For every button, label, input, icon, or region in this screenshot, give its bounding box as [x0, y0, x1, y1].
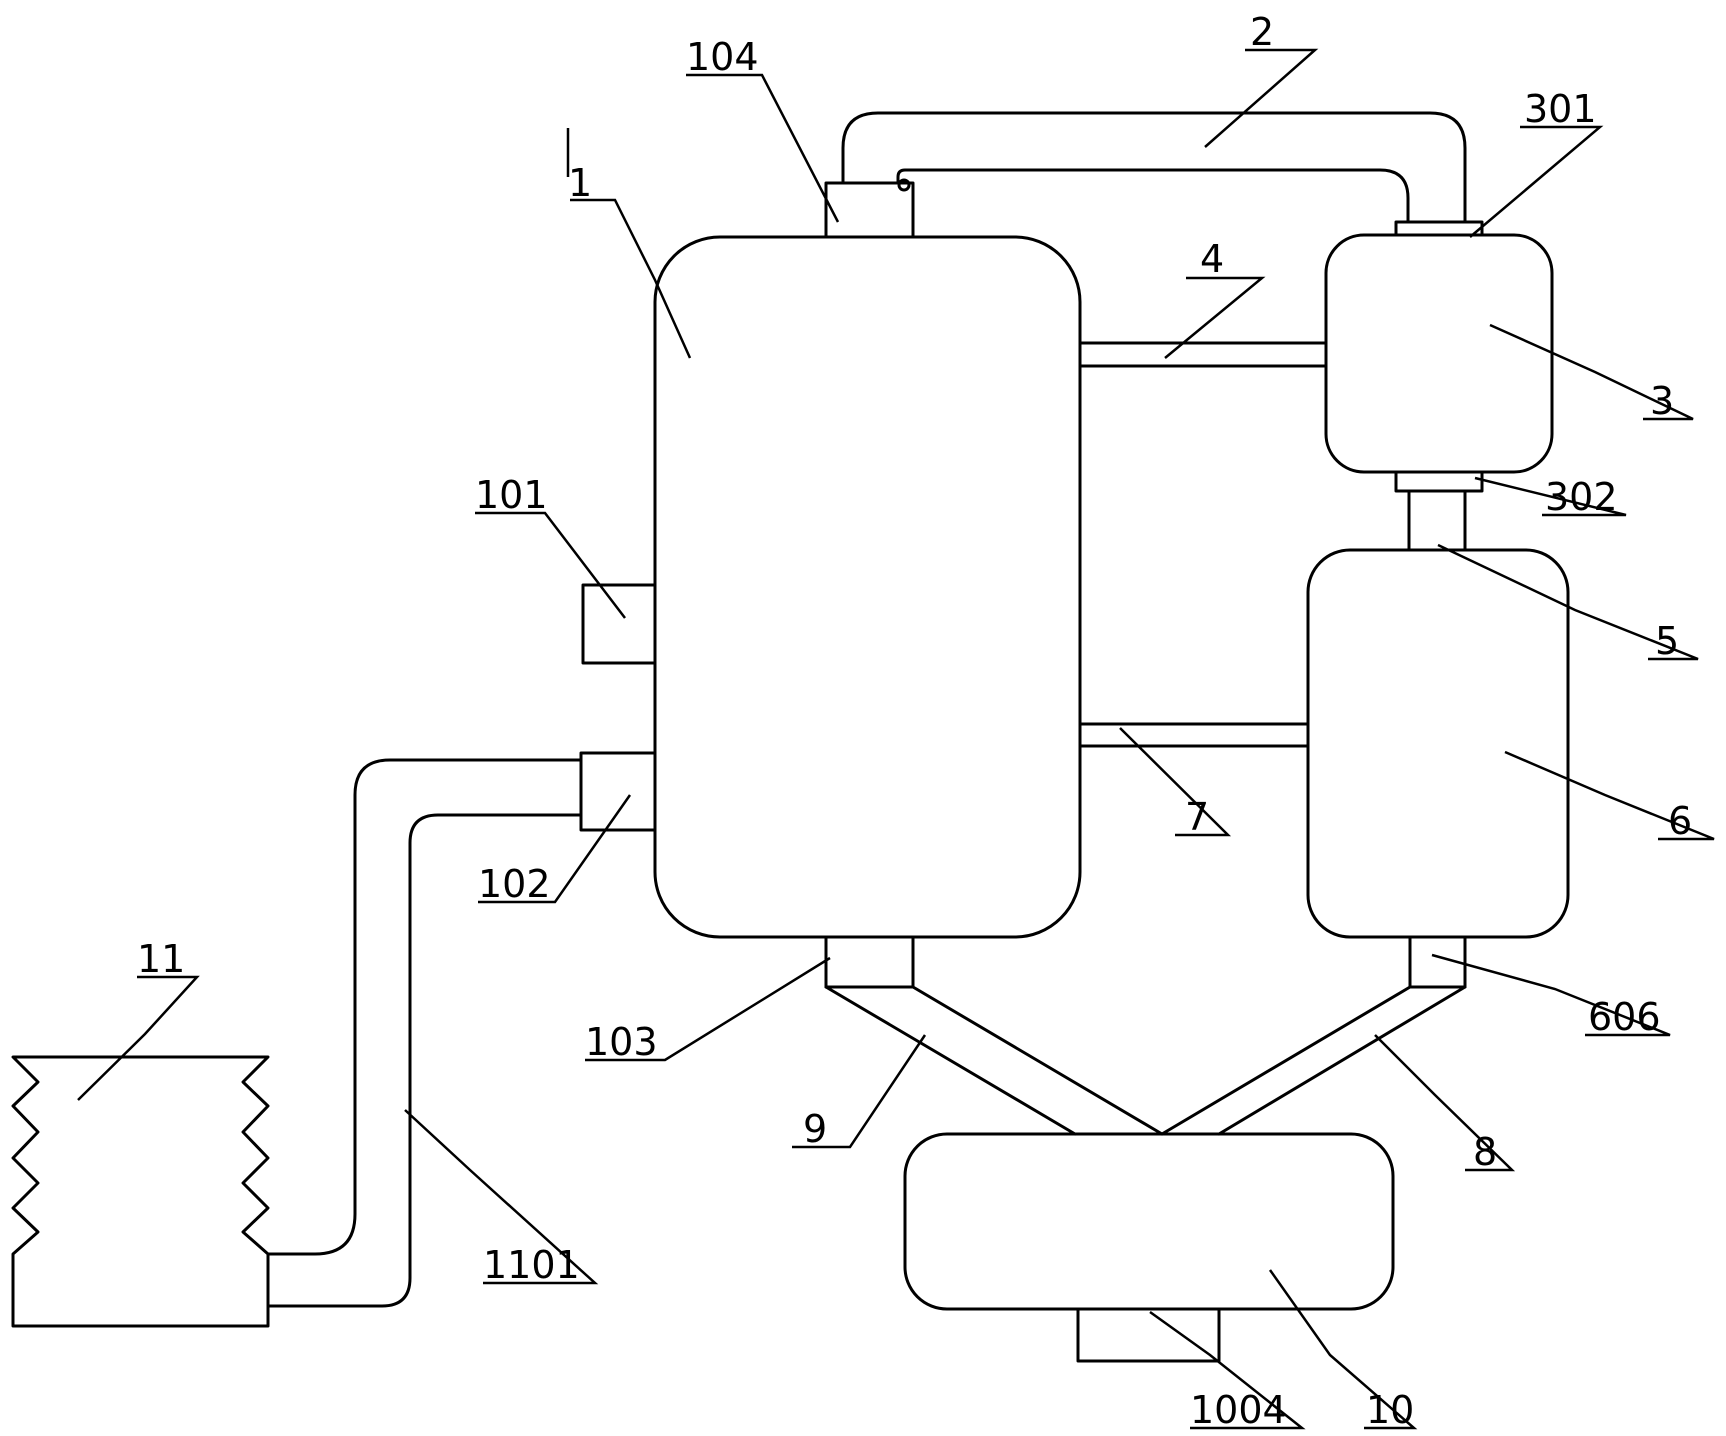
label-11: 11	[137, 937, 185, 981]
pipe-2-outer	[841, 111, 1467, 224]
label-5: 5	[1655, 619, 1679, 663]
pipe-1101-outer	[266, 758, 583, 1256]
label-9: 9	[803, 1107, 827, 1151]
port-301	[1394, 220, 1484, 237]
label-1101: 1101	[483, 1243, 580, 1287]
tank-6	[1306, 548, 1570, 939]
tank-10	[903, 1132, 1395, 1311]
tank-3	[1324, 233, 1554, 474]
label-301: 301	[1524, 87, 1597, 131]
port-104	[824, 181, 915, 239]
label-102: 102	[478, 862, 551, 906]
label-606: 606	[1588, 995, 1661, 1039]
leader-lines	[77, 48, 1715, 1430]
pipe-8	[1160, 985, 1467, 1136]
tank-1	[653, 235, 1082, 939]
pipe-1101-inner	[266, 813, 583, 1308]
label-104: 104	[686, 35, 759, 79]
pipe-2-inner	[896, 168, 1410, 224]
port-103	[824, 935, 915, 989]
label-1: 1	[568, 161, 592, 205]
label-2: 2	[1250, 10, 1274, 54]
pipe-7	[1078, 722, 1310, 748]
label-1004: 1004	[1190, 1388, 1287, 1432]
port-1004	[1076, 1307, 1221, 1363]
port-102	[579, 751, 657, 832]
port-606	[1408, 935, 1467, 989]
pipe-5	[1407, 489, 1467, 552]
container-11	[11, 1055, 270, 1328]
label-10: 10	[1366, 1388, 1414, 1432]
label-8: 8	[1473, 1130, 1497, 1174]
label-4: 4	[1200, 237, 1224, 281]
pipe-2-joint	[897, 178, 911, 192]
label-302: 302	[1545, 475, 1618, 519]
label-101: 101	[475, 473, 548, 517]
label-3: 3	[1650, 379, 1674, 423]
label-7: 7	[1185, 795, 1209, 839]
port-101	[581, 583, 657, 665]
label-103: 103	[585, 1020, 658, 1064]
pipe-4	[1078, 341, 1328, 368]
port-302	[1394, 470, 1484, 493]
pipe-9	[824, 985, 1164, 1136]
label-6: 6	[1668, 799, 1692, 843]
